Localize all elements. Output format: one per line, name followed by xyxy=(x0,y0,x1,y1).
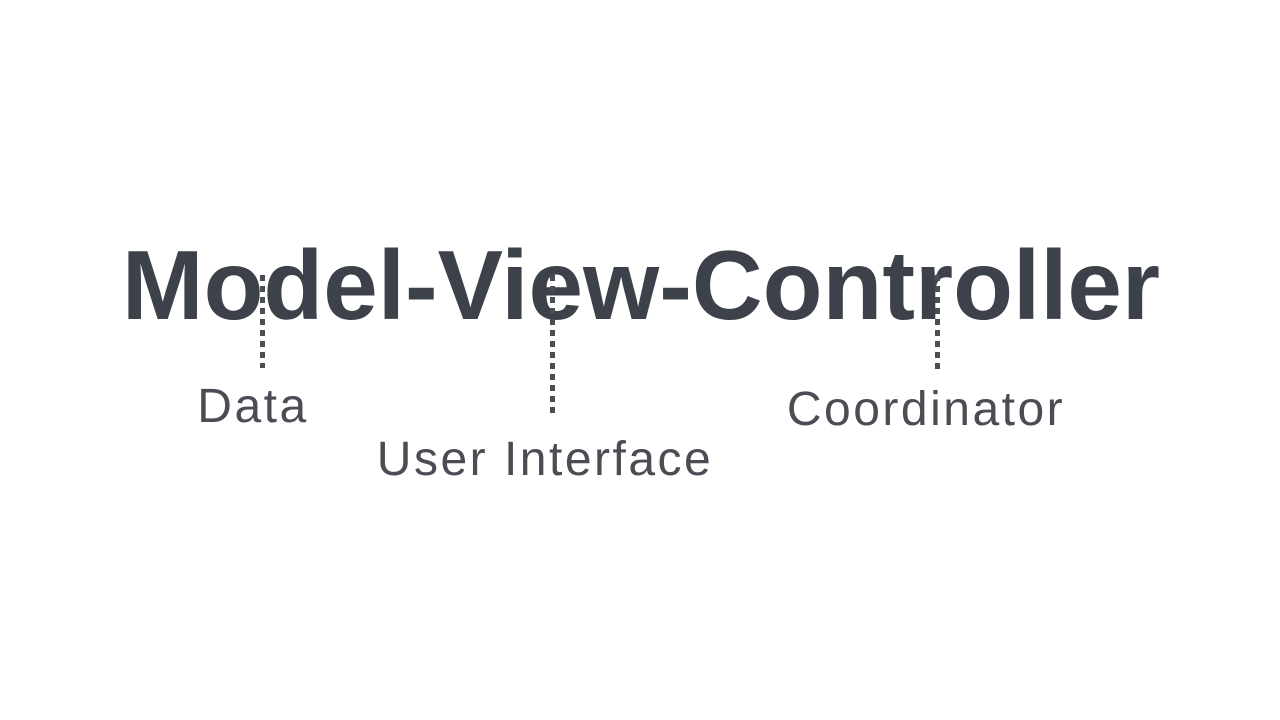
model-dotted-connector-line xyxy=(260,275,265,368)
controller-dotted-connector-line xyxy=(935,275,940,370)
model-annotation-label: Data xyxy=(197,380,309,433)
view-annotation-label: User Interface xyxy=(376,433,714,486)
view-dotted-connector-line xyxy=(550,275,555,417)
controller-annotation-label: Coordinator xyxy=(786,383,1066,436)
page-title: Model-View-Controller xyxy=(121,229,1161,340)
